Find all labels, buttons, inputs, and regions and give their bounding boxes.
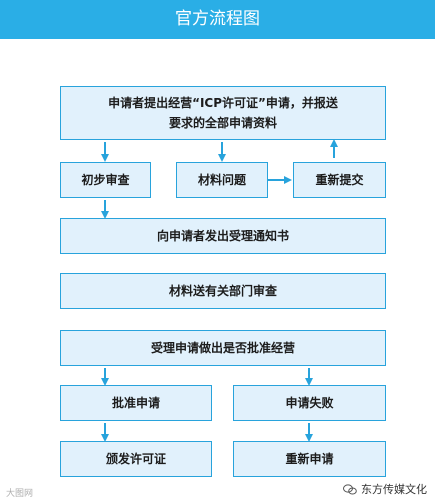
wechat-icon bbox=[343, 483, 357, 495]
page-title: 官方流程图 bbox=[0, 0, 435, 39]
step-material-issue: 材料问题 bbox=[176, 162, 268, 198]
step-reapply: 重新申请 bbox=[233, 441, 386, 477]
watermark-right-text: 东方传媒文化 bbox=[361, 483, 427, 496]
step-approve: 批准申请 bbox=[60, 385, 212, 421]
step-resubmit: 重新提交 bbox=[293, 162, 386, 198]
step-failed: 申请失败 bbox=[233, 385, 386, 421]
step-decide-approval: 受理申请做出是否批准经营 bbox=[60, 330, 386, 366]
step-send-notice: 向申请者发出受理通知书 bbox=[60, 218, 386, 254]
watermark-right: 东方传媒文化 bbox=[343, 481, 427, 497]
step-submit-line2: 要求的全部申请资料 bbox=[168, 116, 277, 130]
watermark-left-text: 大图网 bbox=[6, 489, 34, 499]
watermark-left: 大图网 bbox=[6, 486, 33, 499]
step-issue-license: 颁发许可证 bbox=[60, 441, 212, 477]
step-submit-application: 申请者提出经营“ICP许可证”申请，并报送 要求的全部申请资料 bbox=[60, 86, 386, 140]
step-initial-review: 初步审查 bbox=[60, 162, 151, 198]
step-forward-departments: 材料送有关部门审查 bbox=[60, 273, 386, 309]
step-submit-line1: 申请者提出经营“ICP许可证”申请，并报送 bbox=[108, 96, 338, 110]
